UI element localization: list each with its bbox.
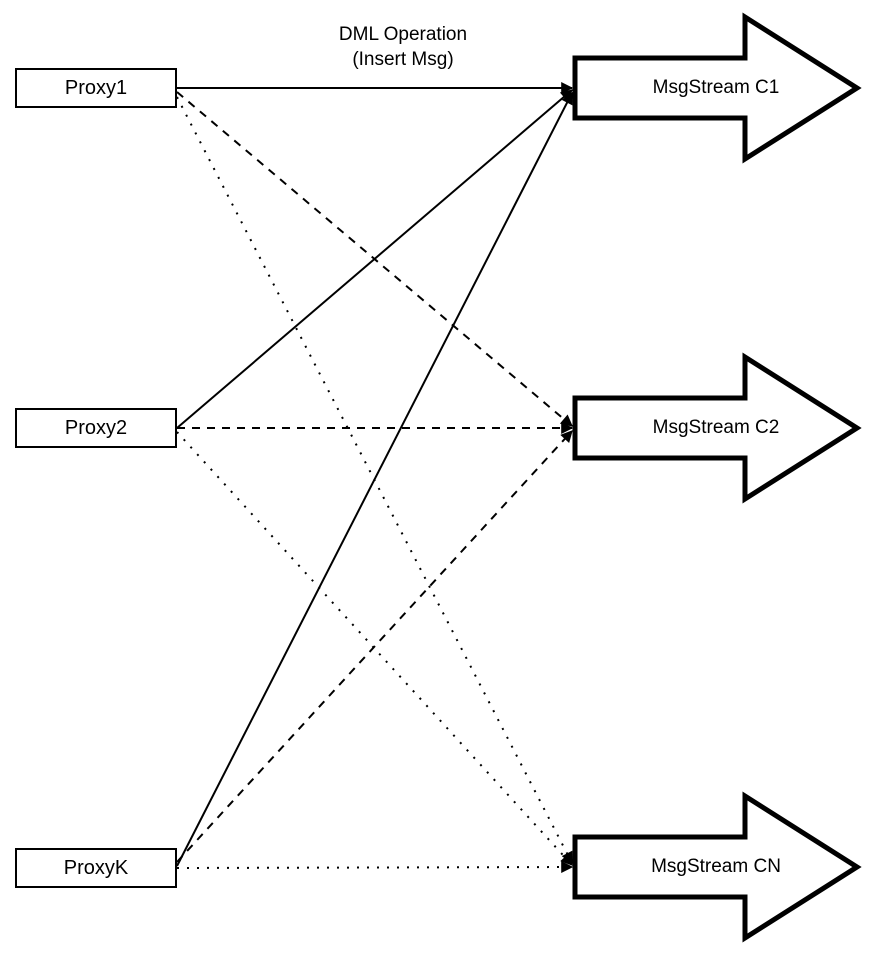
connector-proxyk-msgstream-cn bbox=[176, 861, 574, 874]
connector-proxy1-msgstream-cn bbox=[176, 96, 573, 865]
dml-operation-label-line2: (Insert Msg) bbox=[352, 49, 454, 70]
connector-proxyk-msgstream-c2 bbox=[176, 430, 573, 863]
proxyk-label: ProxyK bbox=[63, 856, 129, 879]
connector-proxy1-msgstream-c2 bbox=[176, 91, 573, 427]
proxy2-label: Proxy2 bbox=[64, 416, 128, 439]
proxyk-box: ProxyK bbox=[15, 848, 177, 888]
proxy1-box: Proxy1 bbox=[15, 68, 177, 108]
msgstream-c1-arrow-shape bbox=[572, 12, 862, 164]
msgstream-c2-arrow-shape bbox=[572, 352, 862, 504]
proxy1-label: Proxy1 bbox=[64, 76, 128, 99]
msgstream-cn-arrow-shape bbox=[572, 791, 862, 943]
proxy2-box: Proxy2 bbox=[15, 408, 177, 448]
dml-operation-label-line1: DML Operation bbox=[338, 24, 468, 45]
dml-operation-label: DML Operation (Insert Msg) bbox=[278, 22, 528, 72]
